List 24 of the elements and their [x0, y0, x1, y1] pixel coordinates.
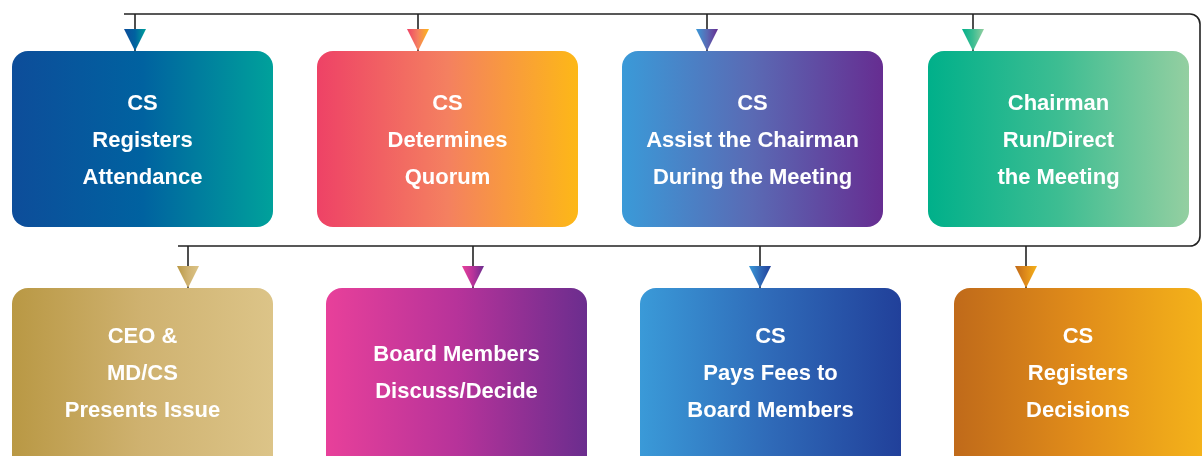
step-text: Chairman Run/Direct the Meeting	[997, 88, 1120, 191]
step-box	[954, 288, 1202, 456]
arrow	[749, 245, 771, 289]
arrow	[1015, 245, 1037, 289]
step-box	[12, 288, 273, 456]
step-box	[326, 288, 587, 456]
arrow	[124, 13, 146, 52]
arrow	[407, 13, 429, 52]
step-text: CEO & MD/CS Presents Issue	[64, 321, 221, 424]
step-text: CS Determines Quorum	[387, 88, 508, 191]
arrow	[177, 245, 199, 289]
step-box	[928, 51, 1189, 227]
step-text: Board Members Discuss/Decide	[373, 340, 540, 405]
step-box	[12, 51, 273, 227]
arrow	[696, 13, 718, 52]
step-box	[317, 51, 578, 227]
arrow	[962, 13, 984, 52]
step-box	[640, 288, 901, 456]
step-text: CS Assist the Chairman During the Meeting	[646, 88, 859, 191]
step-text: CS Pays Fees to Board Members	[687, 321, 854, 424]
step-text: CS Registers Decisions	[1026, 321, 1130, 424]
step-text: CS Registers Attendance	[82, 88, 203, 191]
step-box	[622, 51, 883, 227]
arrow	[462, 245, 484, 289]
